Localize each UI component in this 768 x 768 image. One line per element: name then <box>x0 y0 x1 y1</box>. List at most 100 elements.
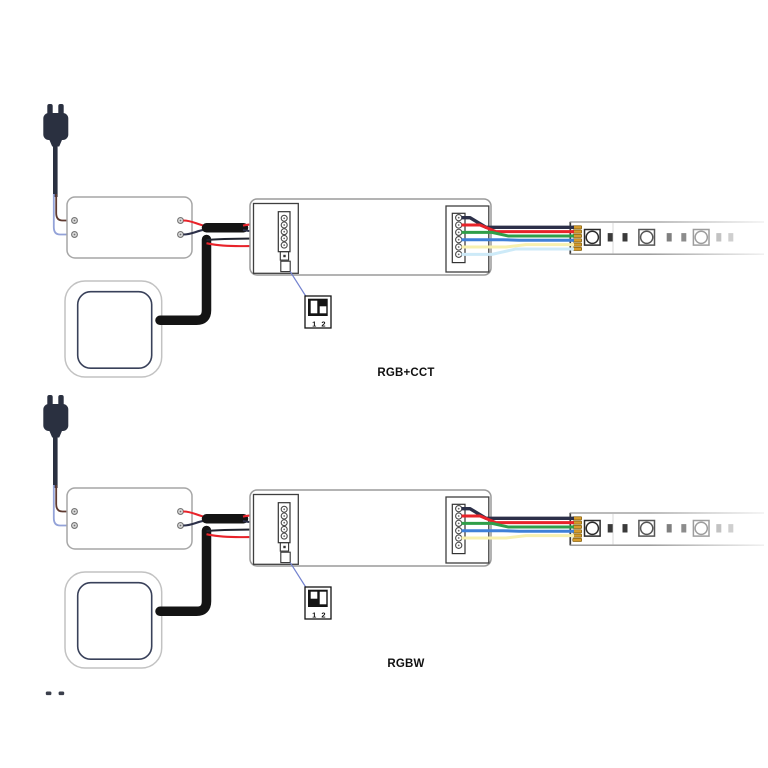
led-chip-lens <box>639 230 654 245</box>
terminal-screw <box>457 544 460 547</box>
terminal-screw <box>73 510 76 513</box>
live-wire <box>55 194 72 222</box>
wall-switch <box>64 280 163 378</box>
strip-resistor <box>681 524 687 533</box>
output-wire-navy <box>461 507 574 520</box>
dip-slot-1 <box>310 591 318 599</box>
pairing-button-dot <box>283 545 286 549</box>
led-chip <box>638 228 656 246</box>
strip-resistor <box>607 524 613 533</box>
input-terminal-4 <box>280 525 288 533</box>
strip-resistor <box>681 233 687 242</box>
plug-neck <box>49 139 63 147</box>
input-terminal-5 <box>280 532 288 540</box>
output-terminal-1 <box>455 505 463 513</box>
strip-solder-pad-6 <box>572 246 582 251</box>
output-terminal-4 <box>455 527 463 535</box>
terminal-screw <box>283 230 286 233</box>
output-terminal-1 <box>455 214 463 222</box>
terminal-screw <box>73 233 76 236</box>
strip-resistor <box>607 233 613 242</box>
terminal-screw <box>283 515 286 517</box>
led-chip <box>638 519 656 537</box>
controller-body <box>249 489 492 567</box>
input-terminal-5 <box>280 241 288 249</box>
strip-solder-pad-3 <box>572 234 582 238</box>
output-wire-green <box>461 521 574 529</box>
switch-cable <box>155 234 212 326</box>
strip-solder-pad-2 <box>572 520 582 525</box>
power-plug <box>43 104 69 197</box>
strip-resistor <box>622 233 628 242</box>
dip-label-2: 2 <box>321 610 325 619</box>
output-wire-pale-cyan <box>461 247 574 256</box>
led-strip <box>569 221 764 255</box>
plug-neck <box>49 430 63 438</box>
dip-slot-2 <box>319 591 327 605</box>
output-terminal-3 <box>455 519 463 528</box>
terminal-screw <box>457 507 460 510</box>
strip-resistor <box>728 233 734 242</box>
psu-terminal <box>177 522 184 529</box>
strip-solder-pad-6 <box>572 538 582 542</box>
terminal-screw <box>283 217 286 220</box>
input-terminal-3 <box>280 228 288 236</box>
terminal-screw <box>179 233 182 236</box>
output-wire-red <box>461 514 574 525</box>
input-terminal-3 <box>280 519 288 527</box>
plug-head <box>43 113 69 140</box>
dip-label-1: 1 <box>312 319 316 328</box>
strip-resistor <box>666 233 672 242</box>
terminal-screw <box>179 510 182 513</box>
led-controller <box>249 489 492 567</box>
terminal-screw <box>283 521 286 524</box>
strip-resistor <box>728 524 734 533</box>
power-plug <box>43 395 69 488</box>
terminal-screw <box>179 524 182 527</box>
led-strip <box>569 512 764 546</box>
strip-solder-pad-4 <box>572 238 582 243</box>
terminal-screw <box>283 244 286 247</box>
led-chip <box>583 228 601 246</box>
terminal-screw <box>73 524 76 527</box>
terminal-screw <box>457 253 460 256</box>
dip-slot-1 <box>310 300 318 314</box>
plug-prong-tip <box>45 691 52 696</box>
strip-solder-pad-5 <box>572 533 582 538</box>
power-supply-body <box>66 487 193 550</box>
led-chip-lens <box>585 230 600 245</box>
terminal-screw <box>179 219 182 222</box>
led-chip <box>692 228 710 246</box>
plug-prong-tip <box>58 691 65 696</box>
dip-label-2: 2 <box>321 319 325 328</box>
terminal-screw <box>457 231 460 234</box>
controller-input-panel <box>252 493 299 565</box>
dip-switch-location <box>280 260 291 273</box>
output-wire-pale-yellow <box>461 534 574 540</box>
psu-terminal <box>177 231 184 238</box>
output-terminal-2 <box>455 221 463 229</box>
terminal-screw <box>283 237 286 240</box>
output-terminal-5 <box>455 534 463 542</box>
power-supply <box>66 196 193 259</box>
wall-switch-button <box>76 290 153 370</box>
strip-resistor <box>666 524 672 533</box>
terminal-screw <box>283 224 286 226</box>
psu-terminal <box>71 231 78 238</box>
strip-solder-pad-2 <box>572 229 582 234</box>
pairing-button-dot <box>283 254 286 258</box>
led-chip <box>692 519 710 537</box>
terminal-screw <box>73 219 76 222</box>
input-terminal-1 <box>280 505 288 513</box>
dip-label-1: 1 <box>312 610 316 619</box>
led-chip-lens <box>639 521 654 536</box>
strip-solder-pad-3 <box>572 525 582 529</box>
strip-resistor <box>716 524 722 533</box>
psu-terminal <box>177 508 184 515</box>
wall-switch-button <box>76 581 153 661</box>
controller-body <box>249 198 492 276</box>
